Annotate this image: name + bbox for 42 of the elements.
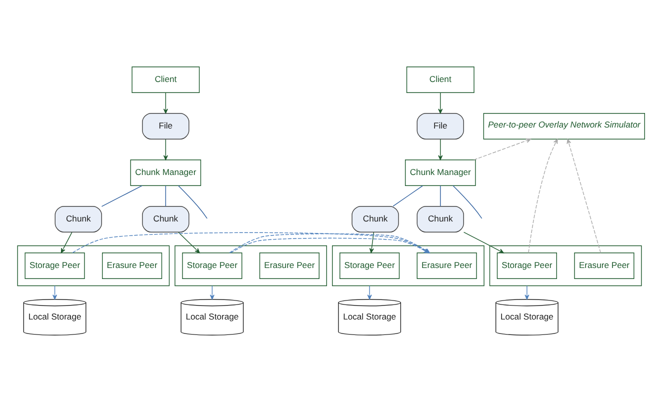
- node-box: Client: [132, 66, 200, 92]
- node-box: Erasure Peer: [416, 252, 477, 278]
- node-box: Storage Peer: [24, 252, 85, 278]
- arrow: [463, 231, 504, 253]
- node-box: Chunk: [54, 206, 102, 232]
- arrow: [438, 92, 443, 114]
- node-box: Erasure Peer: [102, 252, 162, 278]
- arrow: [163, 138, 168, 160]
- arrow: [528, 138, 558, 253]
- arrow: [524, 284, 530, 300]
- connector: [101, 184, 142, 206]
- node-box: Storage Peer: [496, 252, 557, 278]
- arrow: [369, 231, 374, 253]
- node-box: Client: [406, 66, 474, 92]
- arrow: [566, 138, 602, 253]
- cluster: [174, 244, 327, 286]
- node-box: Erasure Peer: [574, 252, 634, 278]
- node-box: Chunk Manager: [404, 159, 476, 186]
- node-box: Chunk: [142, 206, 190, 232]
- arrow: [60, 231, 72, 253]
- cluster: [17, 244, 170, 286]
- connector: [165, 184, 166, 206]
- connector: [440, 184, 441, 206]
- arrow: [178, 231, 200, 253]
- node-box: Chunk: [416, 206, 464, 232]
- node-box: Storage Peer: [182, 252, 242, 278]
- node-box: Peer-to-peer Overlay Network Simulator: [483, 112, 645, 139]
- node-box: Erasure Peer: [259, 252, 320, 278]
- arrow: [474, 138, 532, 160]
- arrow: [367, 284, 372, 300]
- node-box: Chunk: [352, 206, 399, 232]
- cluster: [332, 244, 484, 286]
- node-box: File: [142, 112, 190, 139]
- node-box: Chunk Manager: [130, 159, 202, 186]
- arrow: [438, 138, 443, 160]
- node-box: Storage Peer: [340, 252, 400, 278]
- arrow: [163, 92, 168, 114]
- node-box: File: [416, 112, 464, 139]
- connector: [392, 184, 423, 206]
- connector: [178, 184, 208, 218]
- connector: [452, 184, 482, 218]
- cluster: [489, 244, 642, 286]
